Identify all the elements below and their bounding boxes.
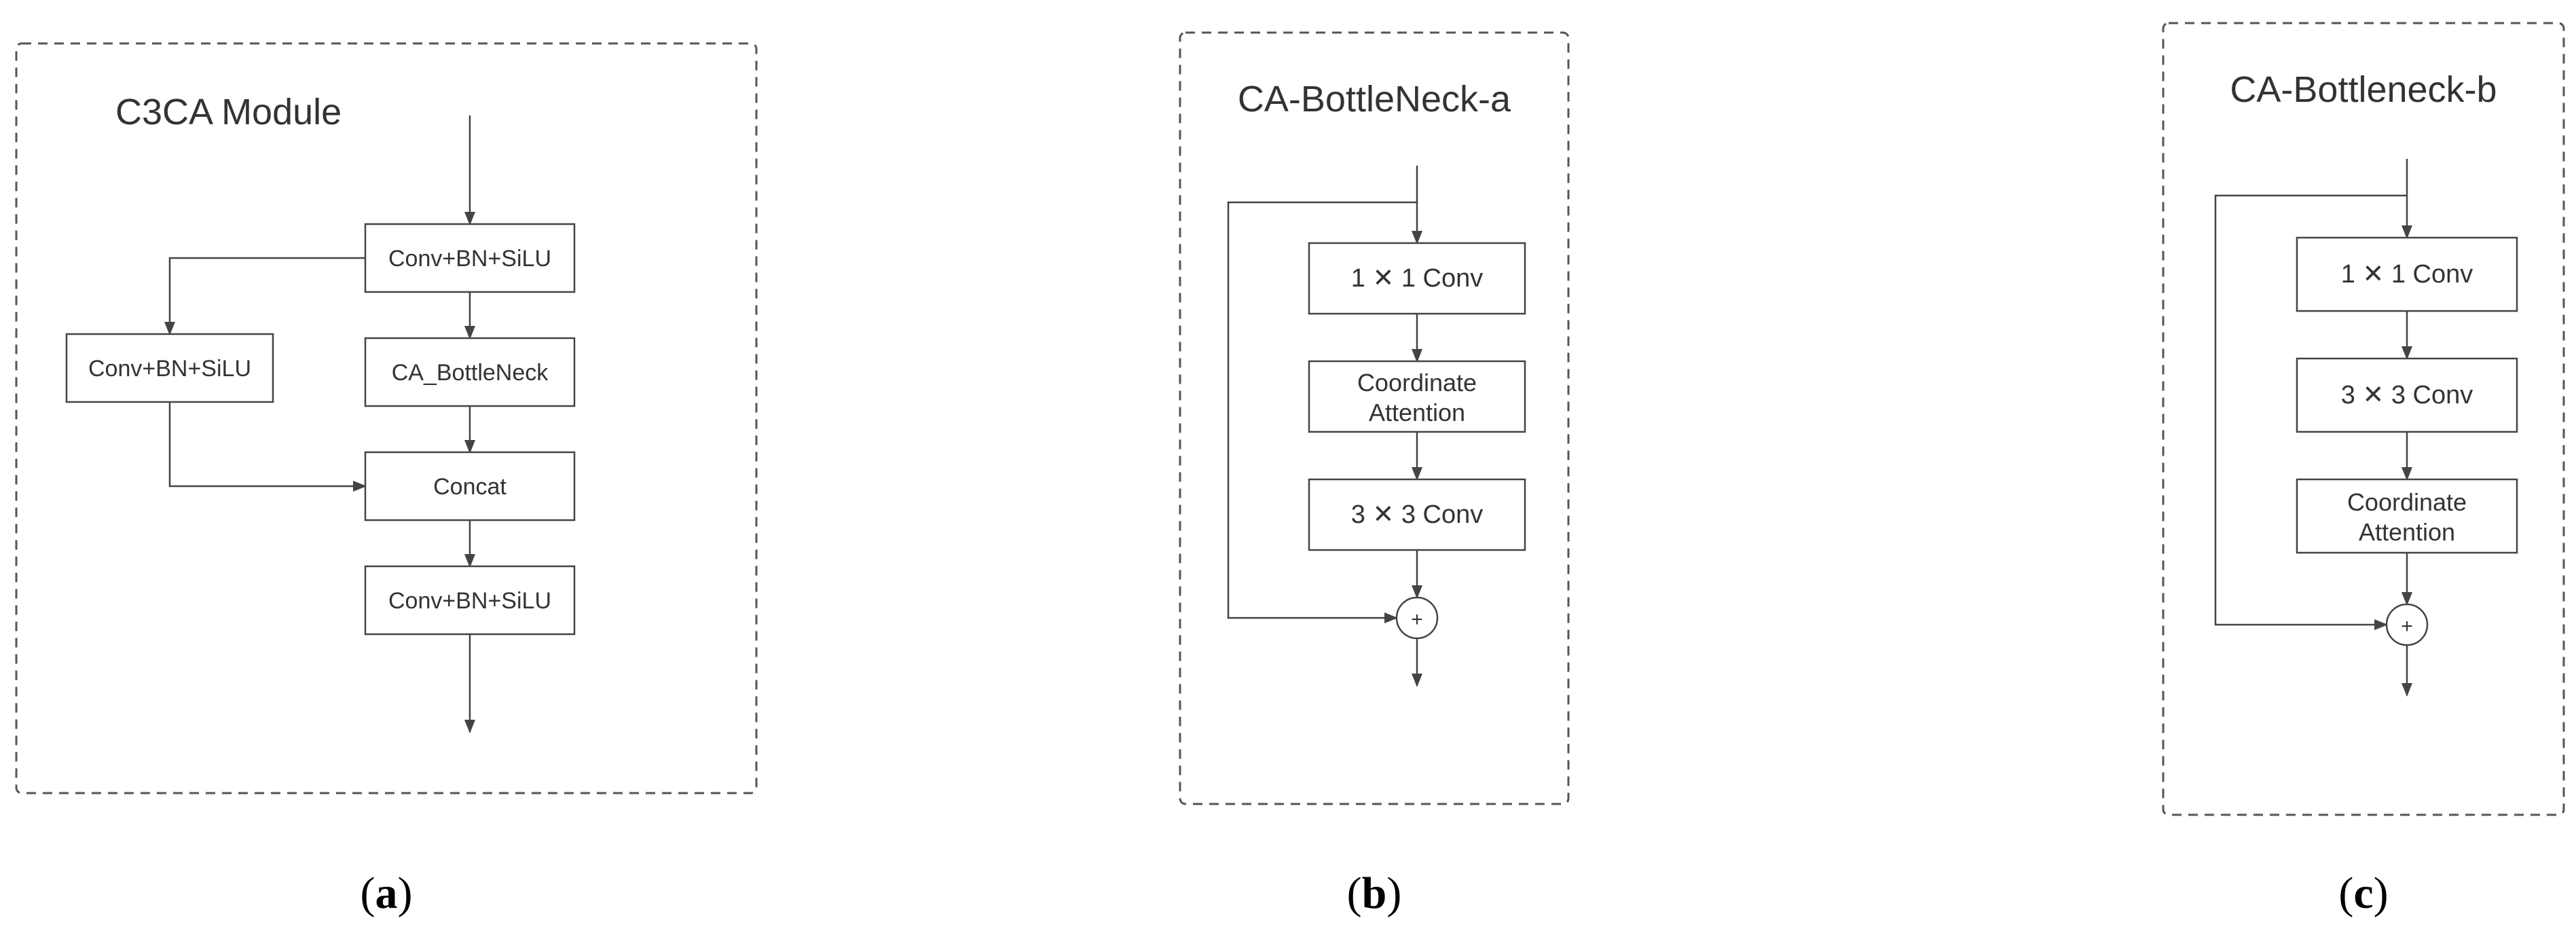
- skip-connection: [2214, 194, 2407, 630]
- coordinate-attention-label-line1: Coordinate: [1357, 369, 1477, 397]
- panel-c: CA-Bottleneck-b 1 ✕ 1 Conv 3 ✕ 3 Conv Co…: [2162, 22, 2565, 918]
- conv3x3-label: 3 ✕ 3 Conv: [2341, 381, 2473, 409]
- panel-c-frame: [2162, 22, 2565, 816]
- conv3x3-box: [1308, 478, 1526, 551]
- panel-a-title: C3CA Module: [115, 92, 342, 132]
- conv-bn-silu-left-label: Conv+BN+SiLU: [88, 356, 251, 382]
- add-node-symbol: +: [1411, 608, 1423, 631]
- panel-c-title: CA-Bottleneck-b: [2230, 69, 2497, 110]
- coordinate-attention-label-line2: Attention: [1369, 399, 1465, 426]
- panel-a-frame: [15, 42, 758, 794]
- add-node-symbol: +: [2401, 615, 2413, 638]
- coordinate-attention-label-line1: Coordinate: [2347, 488, 2467, 516]
- conv1x1-box: [2296, 236, 2518, 312]
- conv3x3-box: [2296, 357, 2518, 433]
- conv-bn-silu-bottom-label: Conv+BN+SiLU: [388, 588, 551, 614]
- branch-left-connector: [164, 257, 365, 335]
- conv3x3-label: 3 ✕ 3 Conv: [1351, 500, 1484, 529]
- conv-bn-silu-bottom-box: [364, 565, 576, 636]
- panel-b: CA-BottleNeck-a 1 ✕ 1 Conv Coordinate At…: [1179, 31, 1570, 918]
- concat-label: Concat: [433, 474, 507, 500]
- ca-bottleneck-box: [364, 337, 576, 407]
- coordinate-attention-box: [1308, 360, 1526, 433]
- conv-bn-silu-top-label: Conv+BN+SiLU: [388, 246, 551, 272]
- panel-a-caption: (a): [361, 868, 413, 918]
- conv1x1-box: [1308, 242, 1526, 315]
- panel-b-title: CA-BottleNeck-a: [1238, 79, 1511, 120]
- skip-connection: [1227, 201, 1417, 623]
- conv1x1-label: 1 ✕ 1 Conv: [2341, 260, 2473, 289]
- panel-b-caption: (b): [1347, 868, 1402, 918]
- panel-b-frame: [1179, 31, 1570, 805]
- coordinate-attention-box: [2296, 478, 2518, 554]
- panel-c-caption: (c): [2338, 868, 2388, 918]
- coordinate-attention-label-line2: Attention: [2359, 518, 2455, 546]
- ca-bottleneck-label: CA_BottleNeck: [392, 360, 549, 386]
- panel-a: C3CA Module Conv+BN+SiLU Conv+BN+SiLU CA…: [15, 42, 758, 918]
- conv1x1-label: 1 ✕ 1 Conv: [1351, 264, 1484, 293]
- left-branch-to-concat: [168, 402, 367, 492]
- conv-bn-silu-left-box: [65, 333, 274, 403]
